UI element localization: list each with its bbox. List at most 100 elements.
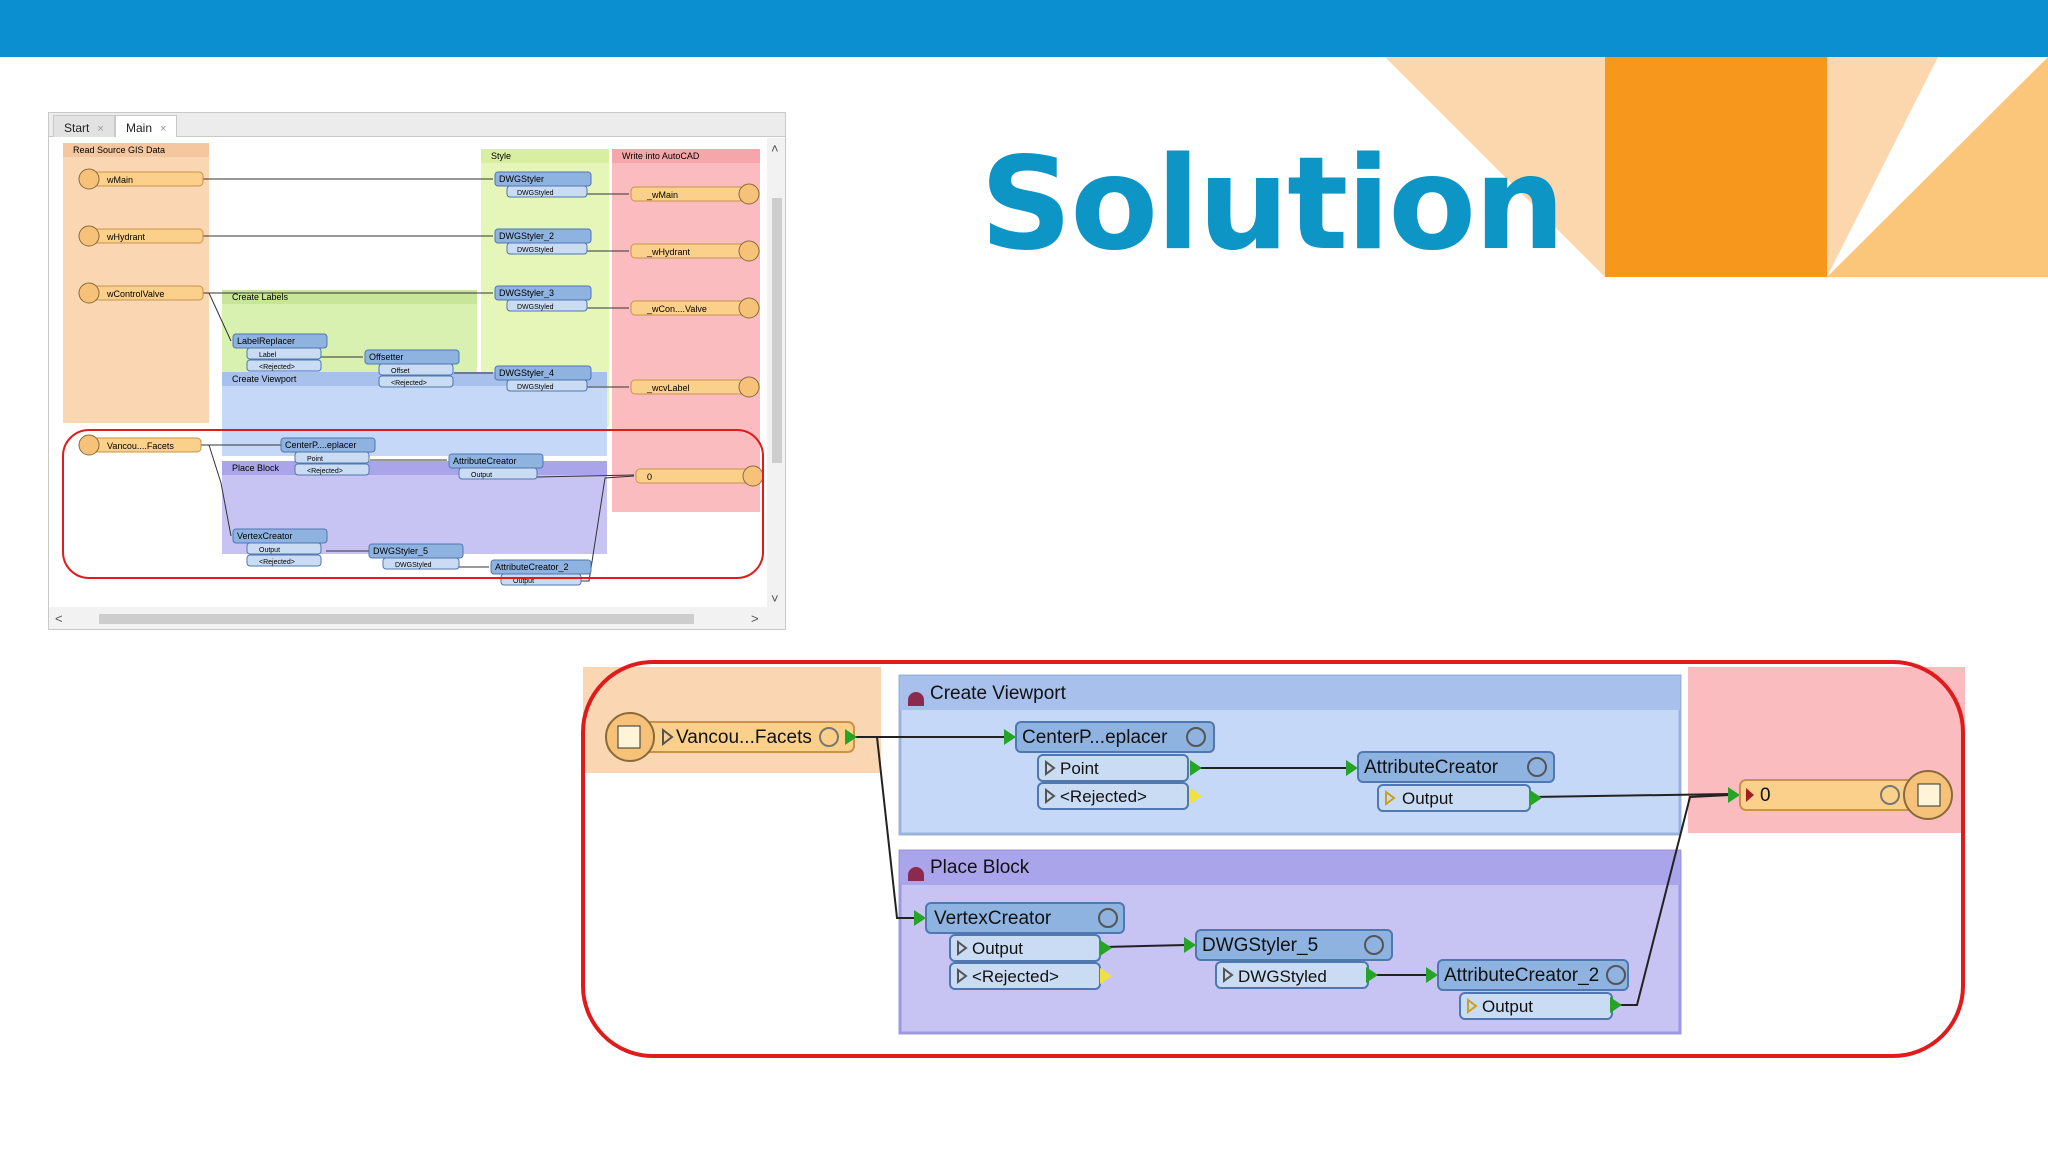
bookmark-header	[481, 149, 609, 163]
writer-zero-zoom[interactable]: 0	[1728, 770, 1953, 820]
table-icon	[1917, 783, 1941, 807]
reader-vancou-facets-zoom[interactable]: Vancou...Facets	[605, 712, 857, 762]
port-label: <Rejected>	[259, 364, 295, 371]
port-label: <Rejected>	[1060, 787, 1147, 806]
bookmark-create-viewport-zoom	[898, 674, 1682, 836]
transformer-dwgstyler-2[interactable]: DWGStyler_2 DWGStyled	[494, 228, 592, 255]
horizontal-scrollbar[interactable]	[49, 607, 785, 629]
transformer-centerp-zoom[interactable]: CenterP...eplacer Point <Rejected>	[1004, 721, 1215, 810]
transformer-attributecreator-2-zoom[interactable]: AttributeCreator_2 Output	[1426, 959, 1629, 1020]
transformer-dwgstyler[interactable]: DWGStyler DWGStyled	[494, 171, 592, 198]
writer-wmain[interactable]: _wMain	[630, 183, 760, 205]
vertical-scrollbar[interactable]	[767, 138, 785, 608]
port-label: DWGStyled	[517, 384, 554, 391]
bookmark-title: Read Source GIS Data	[73, 145, 165, 155]
port-label: Output	[972, 939, 1023, 958]
transformer-dwgstyler-5[interactable]: DWGStyler_5 DWGStyled	[368, 543, 464, 570]
transformer-attributecreator[interactable]: AttributeCreator Output	[448, 453, 544, 480]
port-label: Output	[1402, 789, 1453, 808]
transformer-attributecreator-2[interactable]: AttributeCreator_2 Output	[490, 559, 592, 586]
transformer-label: DWGStyler_2	[499, 231, 554, 241]
port-label: <Rejected>	[972, 967, 1059, 986]
output-port-icon	[1366, 967, 1378, 983]
writer-wcvlabel[interactable]: _wcvLabel	[630, 376, 760, 398]
output-port-icon	[1100, 940, 1112, 956]
close-icon[interactable]: ×	[160, 123, 167, 135]
port-arrow-icon	[1467, 998, 1478, 1014]
transformer-vertexcreator-zoom[interactable]: VertexCreator Output <Rejected>	[914, 902, 1125, 990]
gear-icon[interactable]	[1880, 785, 1900, 805]
transformer-label: AttributeCreator_2	[495, 562, 569, 572]
writer-whydrant[interactable]: _wHydrant	[630, 240, 760, 262]
input-port-icon	[914, 910, 926, 926]
transformer-offsetter[interactable]: Offsetter Offset <Rejected>	[364, 349, 460, 388]
scroll-right-icon[interactable]: >	[751, 611, 759, 626]
transformer-label: VertexCreator	[237, 531, 293, 541]
port-rejected[interactable]	[1037, 782, 1189, 810]
corner-decoration	[1385, 57, 2048, 277]
port-rejected[interactable]	[949, 962, 1101, 990]
port-label: DWGStyled	[517, 190, 554, 197]
port-label: DWGStyled	[517, 304, 554, 311]
port-output[interactable]	[1459, 992, 1613, 1020]
transformer-vertexcreator[interactable]: VertexCreator Output <Rejected>	[232, 528, 328, 567]
tab-main-label: Main	[126, 121, 153, 135]
port-label: DWGStyled	[1238, 967, 1327, 986]
scroll-thumb[interactable]	[772, 198, 782, 463]
port-label: Output	[513, 578, 534, 585]
transformer-dwgstyler-3[interactable]: DWGStyler_3 DWGStyled	[494, 285, 592, 312]
port-dwgstyled[interactable]	[1215, 961, 1369, 989]
transformer-dwgstyler-5-zoom[interactable]: DWGStyler_5 DWGStyled	[1184, 929, 1393, 989]
gear-icon[interactable]	[1186, 727, 1206, 747]
scroll-up-icon[interactable]: ˄	[771, 141, 779, 156]
transformer-label: AttributeCreator	[453, 456, 517, 466]
port-label: Point	[307, 456, 323, 463]
gear-icon[interactable]	[819, 727, 839, 747]
gear-icon[interactable]	[1098, 908, 1118, 928]
transformer-label: CenterP...eplacer	[1022, 727, 1168, 748]
transformer-dwgstyler-4[interactable]: DWGStyler_4 DWGStyled	[494, 365, 592, 392]
scroll-down-icon[interactable]: ˅	[771, 591, 779, 606]
close-icon[interactable]: ×	[97, 123, 104, 135]
bookmark-icon	[908, 867, 924, 881]
port-output[interactable]	[1377, 784, 1531, 812]
port-arrow-icon	[957, 968, 968, 984]
scroll-left-icon[interactable]: <	[55, 611, 63, 626]
tab-start[interactable]: Start×	[53, 115, 115, 137]
port-label: Point	[1060, 759, 1099, 778]
scroll-thumb[interactable]	[99, 614, 694, 624]
writer-label: _wHydrant	[646, 247, 691, 257]
transformer-centerp[interactable]: CenterP....eplacer Point <Rejected>	[280, 437, 376, 476]
bookmark-title: Create Labels	[232, 292, 289, 302]
writer-zero[interactable]: 0	[635, 465, 764, 487]
transformer-label: LabelReplacer	[237, 336, 295, 346]
port-arrow-icon	[1746, 788, 1754, 802]
reader-vancou-facets[interactable]: Vancou....Facets	[78, 434, 202, 456]
transformer-label: AttributeCreator_2	[1444, 965, 1599, 986]
transformer-labelreplacer[interactable]: LabelReplacer Label <Rejected>	[232, 333, 328, 372]
bookmark-write-zoom	[1688, 667, 1965, 833]
gear-icon[interactable]	[1527, 757, 1547, 777]
output-port-icon	[1190, 760, 1202, 776]
transformer-label: CenterP....eplacer	[285, 440, 356, 450]
reader-wmain[interactable]: wMain	[78, 168, 204, 190]
reader-wcontrolvalve[interactable]: wControlValve	[78, 282, 204, 304]
workspace-canvas[interactable]: Read Source GIS Data Style Write into Au…	[49, 138, 785, 629]
reader-whydrant[interactable]: wHydrant	[78, 225, 204, 247]
bookmark-title: Write into AutoCAD	[622, 151, 700, 161]
port-arrow-icon	[1385, 790, 1396, 806]
port-arrow-icon	[957, 940, 968, 956]
tab-main[interactable]: Main ×	[115, 115, 178, 137]
reader-icon	[605, 712, 655, 762]
gear-icon[interactable]	[1364, 935, 1384, 955]
writer-wconvalve[interactable]: _wCon....Valve	[630, 297, 760, 319]
bookmark-title: Create Viewport	[930, 683, 1067, 704]
port-output[interactable]	[949, 934, 1101, 962]
zoom-connections	[855, 736, 1731, 1006]
gear-icon[interactable]	[1606, 965, 1626, 985]
port-point[interactable]	[1037, 754, 1189, 782]
output-port-icon	[845, 729, 857, 745]
transformer-attributecreator-zoom[interactable]: AttributeCreator Output	[1346, 751, 1555, 812]
output-port-icon	[1530, 790, 1542, 806]
transformer-label: DWGStyler_5	[373, 546, 428, 556]
